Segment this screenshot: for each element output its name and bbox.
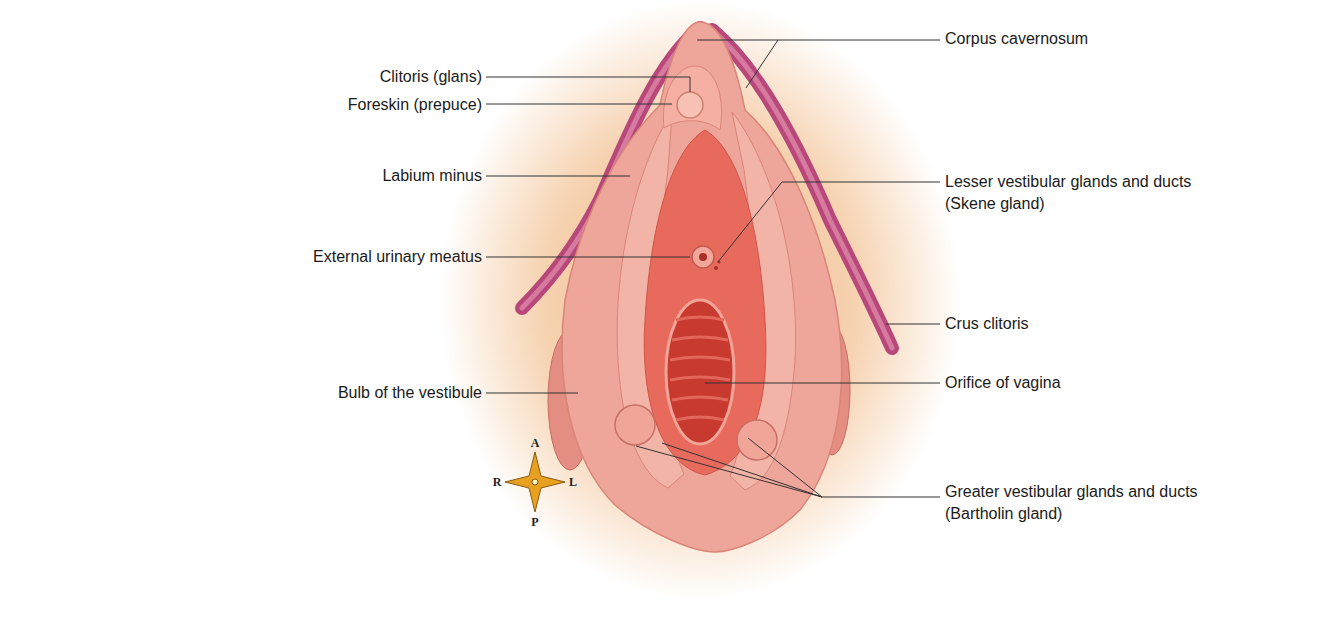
part-label: Lesser vestibular glands and ducts (Sken…: [945, 171, 1245, 215]
background-glow: [440, 0, 960, 600]
part-label: Foreskin (prepuce): [348, 94, 482, 116]
part-label: External urinary meatus: [313, 246, 482, 268]
vaginal-orifice: [666, 300, 734, 444]
leader-line: [748, 438, 822, 497]
prepuce: [663, 66, 721, 130]
leader-line: [486, 104, 672, 105]
part-label: Orifice of vagina: [945, 372, 1061, 394]
glans-clitoris: [677, 92, 703, 118]
part-label: Corpus cavernosum: [945, 28, 1088, 50]
part-label: Bulb of the vestibule: [338, 382, 482, 404]
compass-star: [505, 452, 565, 512]
leader-line: [697, 40, 940, 41]
part-label: Labium minus: [382, 165, 482, 187]
leader-line: [486, 257, 690, 258]
skene-duct: [714, 266, 718, 270]
compass-letter: R: [493, 475, 502, 489]
vaginal-rugae: [670, 317, 730, 420]
urethral-opening: [699, 253, 707, 261]
leader-line: [486, 393, 578, 394]
leader-line: [705, 383, 940, 384]
urethral-meatus: [692, 246, 714, 268]
leader-line: [886, 324, 940, 325]
leader-lines: [486, 40, 940, 497]
compass-letter: P: [531, 515, 538, 529]
leader-line: [486, 77, 690, 92]
leader-line: [746, 40, 778, 88]
part-label: Crus clitoris: [945, 313, 1029, 335]
bartholin-gland: [737, 420, 777, 460]
bartholin-gland: [615, 405, 655, 445]
compass-letter: L: [569, 475, 577, 489]
leader-line: [636, 446, 940, 497]
leader-line: [662, 443, 822, 497]
part-label: Greater vestibular glands and ducts (Bar…: [945, 481, 1245, 525]
vulva-outline: [562, 22, 842, 552]
part-label: Clitoris (glans): [380, 66, 482, 88]
leader-line: [486, 176, 630, 177]
compass-center: [532, 479, 538, 485]
compass-letter: A: [531, 436, 540, 450]
leader-line: [718, 182, 940, 262]
